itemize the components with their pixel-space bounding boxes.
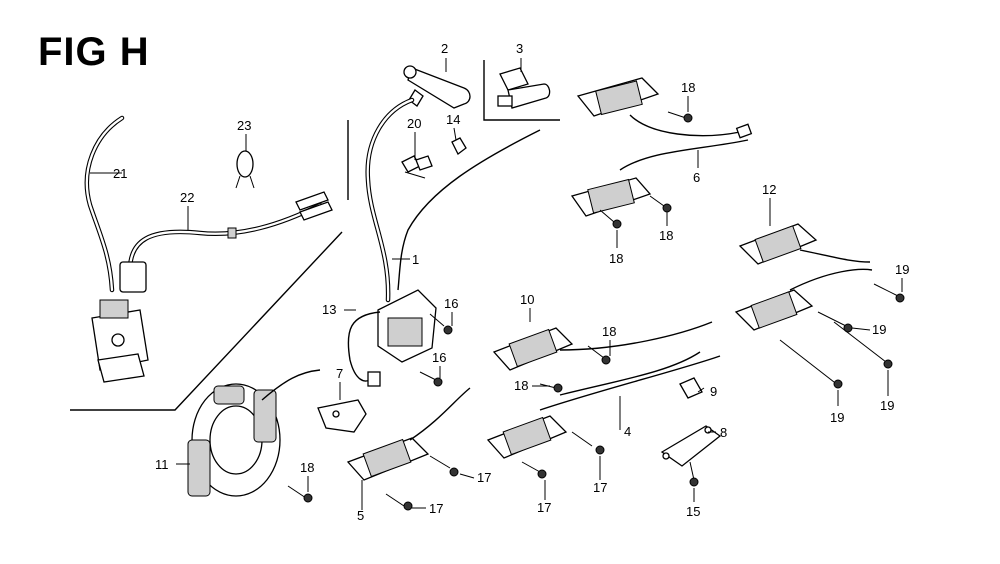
callout-4: 4 bbox=[624, 424, 631, 439]
cap-inset-frame bbox=[483, 60, 560, 121]
clip-set-20 bbox=[401, 155, 433, 179]
callout-17-c: 17 bbox=[477, 470, 491, 485]
callout-22: 22 bbox=[180, 190, 194, 205]
callout-17-b: 17 bbox=[537, 500, 551, 515]
callout-1: 1 bbox=[412, 252, 419, 267]
bolts bbox=[287, 111, 905, 511]
callout-18-c: 18 bbox=[609, 251, 623, 266]
callout-9: 9 bbox=[710, 384, 717, 399]
callout-14: 14 bbox=[446, 112, 460, 127]
wire-clip bbox=[235, 150, 255, 189]
callout-17-d: 17 bbox=[429, 501, 443, 516]
group-divider-line bbox=[70, 231, 343, 411]
callout-23: 23 bbox=[237, 118, 251, 133]
callout-13: 13 bbox=[322, 302, 336, 317]
spark-plug-cap bbox=[403, 65, 471, 109]
leader-lines bbox=[90, 58, 903, 510]
callout-21: 21 bbox=[113, 166, 127, 181]
callout-10: 10 bbox=[520, 292, 534, 307]
callout-19-c: 19 bbox=[830, 410, 844, 425]
callout-6: 6 bbox=[693, 170, 700, 185]
callout-8: 8 bbox=[720, 425, 727, 440]
callout-16-a: 16 bbox=[444, 296, 458, 311]
callout-18-f: 18 bbox=[300, 460, 314, 475]
clip-14 bbox=[451, 137, 467, 155]
callout-18-e: 18 bbox=[514, 378, 528, 393]
callout-18-b: 18 bbox=[659, 228, 673, 243]
grommet bbox=[679, 377, 703, 399]
figure-title: FIG H bbox=[38, 30, 150, 74]
callout-12: 12 bbox=[762, 182, 776, 197]
charging-coil-middle bbox=[486, 321, 721, 459]
callout-18-a: 18 bbox=[681, 80, 695, 95]
spark-plug-cap-alt bbox=[497, 67, 551, 109]
callout-18-d: 18 bbox=[602, 324, 616, 339]
callout-3: 3 bbox=[516, 41, 523, 56]
callout-2: 2 bbox=[441, 41, 448, 56]
charge-coil-lower bbox=[346, 387, 471, 481]
callout-15: 15 bbox=[686, 504, 700, 519]
callout-7: 7 bbox=[336, 366, 343, 381]
exciter-coil-right bbox=[734, 223, 873, 331]
callout-19-a: 19 bbox=[895, 262, 909, 277]
cover-plate bbox=[660, 425, 722, 467]
callout-16-b: 16 bbox=[432, 350, 446, 365]
exciter-coil-upper bbox=[570, 77, 753, 217]
callout-19-d: 19 bbox=[880, 398, 894, 413]
callout-11: 11 bbox=[155, 457, 169, 472]
stator-assembly bbox=[187, 369, 321, 497]
wire-harness-assembly bbox=[84, 115, 333, 383]
coil-bracket bbox=[317, 399, 367, 433]
ignition-coil bbox=[347, 97, 541, 387]
callout-17-a: 17 bbox=[593, 480, 607, 495]
callout-19-b: 19 bbox=[872, 322, 886, 337]
callout-20: 20 bbox=[407, 116, 421, 131]
callout-5: 5 bbox=[357, 508, 364, 523]
